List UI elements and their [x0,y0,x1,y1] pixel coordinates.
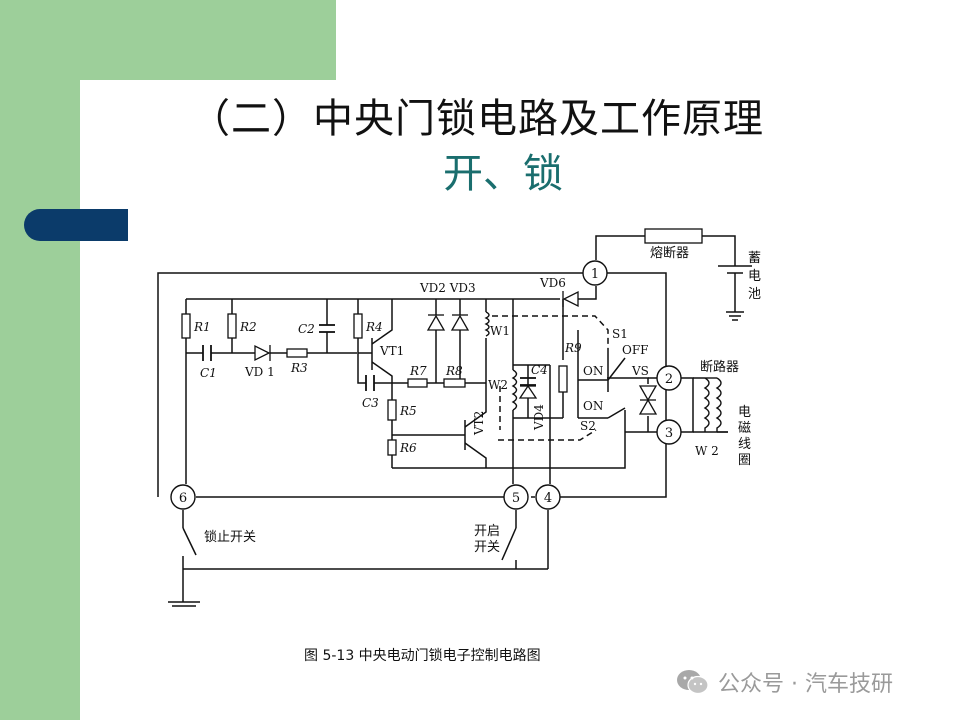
label-r4: R4 [365,320,383,334]
resistor-r4 [353,313,363,339]
capacitors [202,324,536,391]
chinese-labels: 熔断器 蓄 电 池 断路器 电 磁 线 圈 锁止开关 开启 开关 [204,246,761,555]
label-vt2: VT2 [472,411,486,436]
terminal-4-label: 4 [544,491,552,506]
resistor-r6 [387,439,397,456]
figure-caption: 图 5-13 中央电动门锁电子控制电路图 [304,648,541,664]
resistor-r7 [407,378,428,388]
label-r6: R6 [399,441,417,455]
label-off: OFF [622,343,649,357]
terminal-2-label: 2 [665,372,673,387]
terminal-6 [170,484,196,510]
label-c4: C4 [531,363,548,377]
resistor-r9 [558,365,568,393]
label-open-switch-1: 开启 [474,524,500,539]
watermark: 公众号 · 汽车技研 [676,666,893,698]
label-s2: S2 [580,419,596,433]
label-r3: R3 [290,361,308,375]
label-battery-2: 电 [748,269,761,284]
label-r9: R9 [564,341,582,355]
terminal-6-label: 6 [179,491,187,506]
label-w2-breaker: W 2 [695,444,719,458]
label-open-switch-2: 开关 [474,540,500,555]
terminal-1 [582,260,608,286]
label-c3: C3 [362,396,379,410]
label-lock-switch: 锁止开关 [204,529,256,545]
label-vs: VS [631,364,649,378]
diodes [254,290,658,415]
terminal-3 [656,419,682,445]
label-vd4: VD4 [532,404,546,431]
slide-title: （二）中央门锁电路及工作原理 [190,96,764,142]
label-w1: W1 [490,324,510,338]
terminal-5 [503,484,529,510]
wechat-icon [677,670,709,695]
label-c2: C2 [298,322,315,336]
diode-vd3 [450,314,470,331]
coil-b [715,377,722,432]
terminals [170,260,682,510]
label-fuse: 熔断器 [650,246,689,261]
label-vd2vd3: VD2 VD3 [419,281,476,295]
label-vd1: VD 1 [244,365,275,379]
resistor-r1 [181,313,191,339]
label-r8: R8 [445,364,463,378]
label-coil-4: 圈 [738,453,751,468]
label-battery-3: 池 [748,287,761,302]
navy-accent-tab [24,209,128,241]
label-on-2: ON [583,399,603,413]
label-coil-1: 电 [738,405,751,420]
label-vd6: VD6 [539,276,566,290]
terminal-1-label: 1 [591,267,599,282]
terminal-4 [535,484,561,510]
label-on-1: ON [583,364,603,378]
fuse-symbol [644,228,703,244]
diode-vd4 [518,384,538,399]
label-s1: S1 [612,327,628,341]
resistor-r5 [387,399,397,421]
terminal-5-label: 5 [512,491,520,506]
left-green-bar [0,0,80,720]
label-coil-2: 磁 [738,421,751,436]
resistors [181,228,703,456]
coil-w1 [484,311,490,337]
vs-diode-b [638,398,658,415]
label-r7: R7 [409,364,427,378]
terminal-labels: 1 2 3 4 5 6 [179,267,673,506]
label-r5: R5 [399,404,417,418]
diode-vd2 [426,314,446,331]
label-battery-1: 蓄 [748,251,761,266]
slide-subtitle: 开、锁 [443,151,563,197]
vs-diode-a [638,385,658,402]
resistor-r8 [443,378,466,388]
label-breaker: 断路器 [700,359,739,375]
label-r2: R2 [239,320,257,334]
label-c1: C1 [200,366,217,380]
circuit-wires [157,235,736,603]
terminal-3-label: 3 [665,426,673,441]
resistor-r3 [286,348,308,358]
diode-vd1 [254,344,271,362]
watermark-text: 公众号 · 汽车技研 [718,672,893,697]
coil-a [703,377,710,432]
resistor-r2 [227,313,237,339]
component-labels: R1 R2 R3 R4 R5 R6 R7 R8 R9 C1 C2 C3 C4 V… [193,276,719,458]
dashed-links [492,315,609,441]
label-vt1: VT1 [379,344,404,358]
top-green-band [0,0,336,80]
terminal-2 [656,365,682,391]
battery-symbol [718,265,752,321]
label-coil-3: 线 [738,437,751,452]
coils [484,311,728,433]
label-w2: W2 [488,378,508,392]
coil-w2 [511,369,518,411]
label-r1: R1 [193,320,211,334]
diode-vd6 [562,290,579,308]
